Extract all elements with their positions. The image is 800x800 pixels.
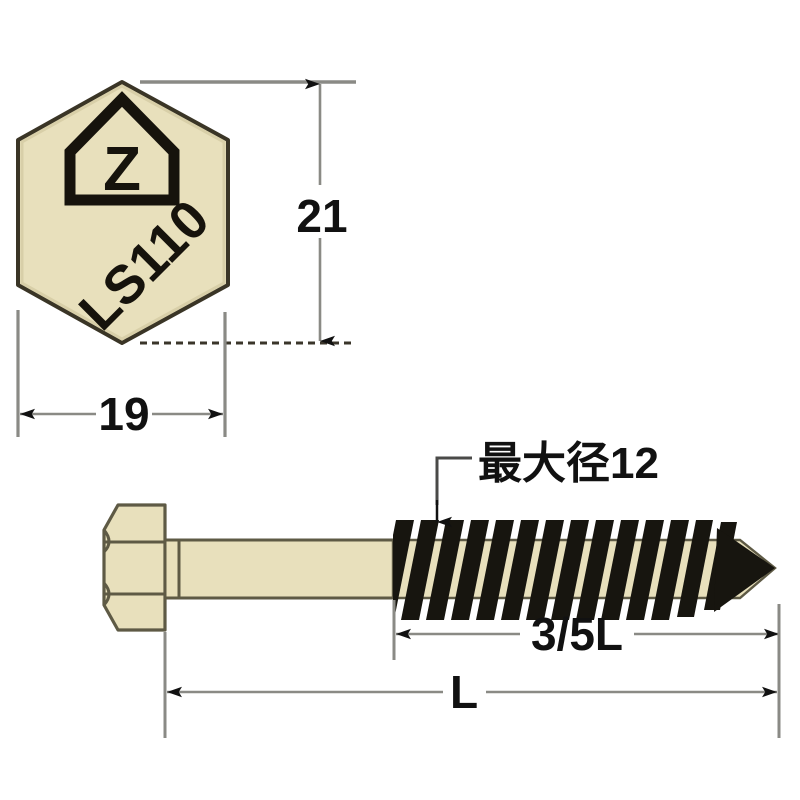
dimension-label-21: 21 xyxy=(296,190,347,242)
head-stamp-letter: Z xyxy=(103,135,141,204)
head-bearing-face xyxy=(163,538,181,600)
dimension-across-corners: 21 xyxy=(140,78,356,347)
dimension-label-overall-length: L xyxy=(450,666,478,718)
thread-band xyxy=(393,520,737,620)
dimension-across-flats: 19 xyxy=(16,310,227,440)
hexagon-inner-shade xyxy=(20,84,226,341)
dimension-overall-length: L xyxy=(163,604,781,738)
leader-line-max-diameter xyxy=(435,456,472,505)
smooth-shank xyxy=(177,538,397,600)
callout-label-max-diameter: 最大径12 xyxy=(478,439,659,488)
dimension-thread-length: 3/5L xyxy=(392,600,779,660)
callout-max-diameter: 最大径12 xyxy=(435,439,659,528)
thread-taper-mask-upper xyxy=(725,505,783,565)
dimension-label-19: 19 xyxy=(98,388,149,440)
house-outline-icon xyxy=(64,91,180,206)
screw-side-view xyxy=(102,503,783,635)
hex-head-top-view: Z LS110 xyxy=(16,80,230,345)
hex-head-side-profile xyxy=(102,503,167,632)
head-left-notch-lower xyxy=(102,581,111,607)
thread-taper-mask-lower xyxy=(722,573,783,635)
gimlet-point xyxy=(714,528,775,612)
dimension-label-thread-length: 3/5L xyxy=(531,608,623,660)
thread-helix xyxy=(393,505,783,635)
head-left-notch-upper xyxy=(102,529,111,554)
